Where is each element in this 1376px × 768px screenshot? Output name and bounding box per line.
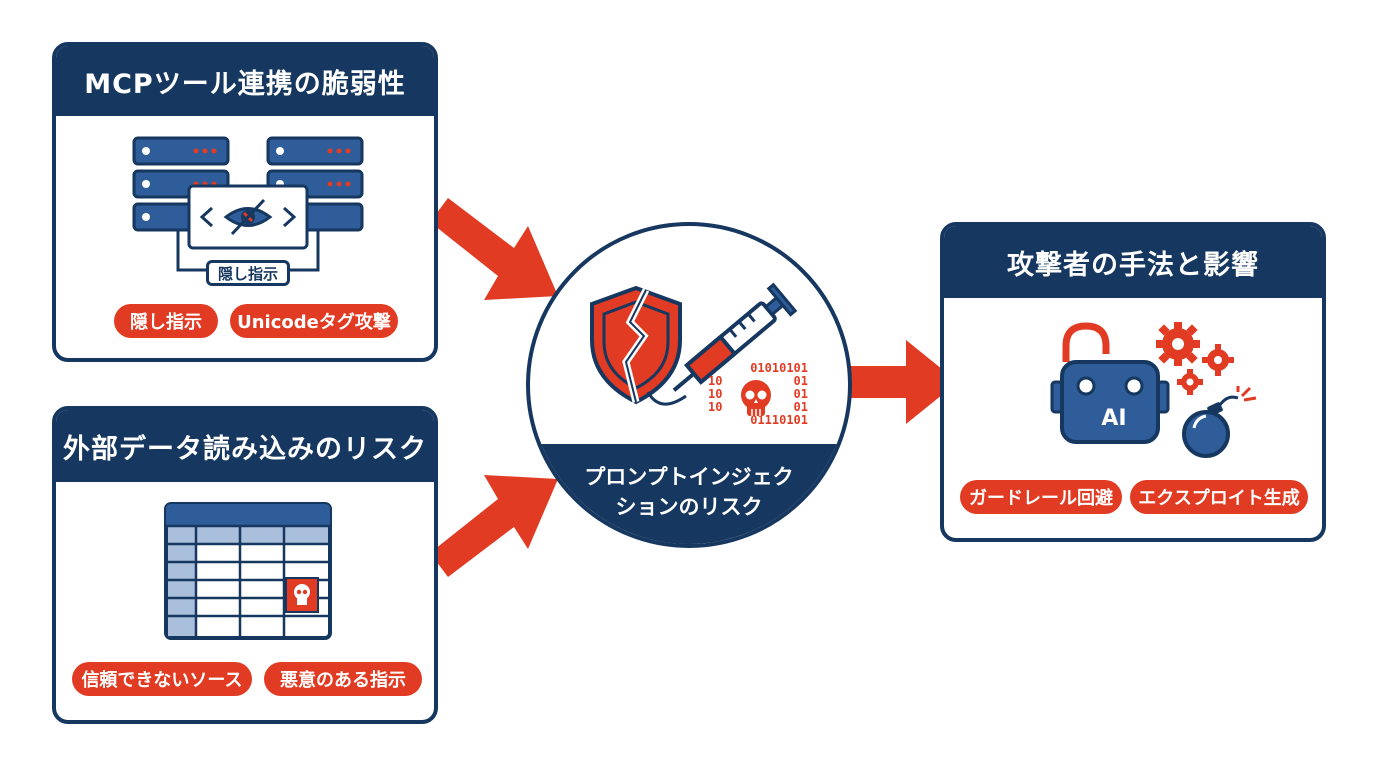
tag-unicode-tag-attack: Unicodeタグ攻撃 [230,304,398,338]
card-mcp-title: MCPツール連携の脆弱性 [56,46,434,116]
binary-line-2b: 01 [793,374,808,388]
binary-line-4a: 10 [708,400,723,414]
hidden-instruction-label: 隠し指示 [206,260,290,286]
binary-row-4: 10 01 [708,401,808,414]
center-title-line2: ションのリスク [615,495,763,519]
binary-line-4b: 01 [793,400,808,414]
card-mcp-vulnerability: MCPツール連携の脆弱性 隠し指示 隠し指示 Unicod [52,42,438,362]
data-table-icon [164,502,332,640]
binary-row-2: 10 01 [708,375,808,388]
bomb-icon [1182,386,1257,458]
card-attacker-methods: 攻撃者の手法と影響 AI [940,222,1326,542]
tag-hidden-instruction: 隠し指示 [114,304,218,338]
binary-code: 01010101 10 01 10 01 10 01 01110101 [708,362,808,427]
center-title: プロンプトインジェク ションのリスク [530,444,848,544]
skull-icon [741,380,771,416]
ai-label: AI [1101,406,1127,431]
server-stack-icon [132,136,364,272]
binary-line-1: 01010101 [750,361,808,375]
card-external-title: 外部データ読み込みのリスク [56,410,434,482]
tag-untrusted-source: 信頼できないソース [72,662,252,696]
binary-row-3: 10 01 [708,388,808,401]
prompt-injection-circle: 01010101 10 01 10 01 10 01 01110101 プロンプ… [526,222,852,548]
binary-line-3b: 01 [793,387,808,401]
tag-exploit-generation: エクスプロイト生成 [1130,480,1308,514]
center-title-line1: プロンプトインジェク [584,465,794,489]
card-external-data-risk: 外部データ読み込みのリスク 信頼できないソース 悪意のある指示 [52,406,438,724]
ai-robot-icon [1050,322,1170,444]
card-attacker-title: 攻撃者の手法と影響 [944,226,1322,298]
tag-guardrail-bypass: ガードレール回避 [960,480,1122,514]
binary-line-5: 01110101 [750,413,808,427]
tag-malicious-instruction: 悪意のある指示 [264,662,422,696]
broken-shield-icon [590,285,682,405]
syringe-icon [646,282,798,406]
binary-line-3a: 10 [708,387,723,401]
binary-line-2a: 10 [708,374,723,388]
gears-icon [1156,322,1234,395]
